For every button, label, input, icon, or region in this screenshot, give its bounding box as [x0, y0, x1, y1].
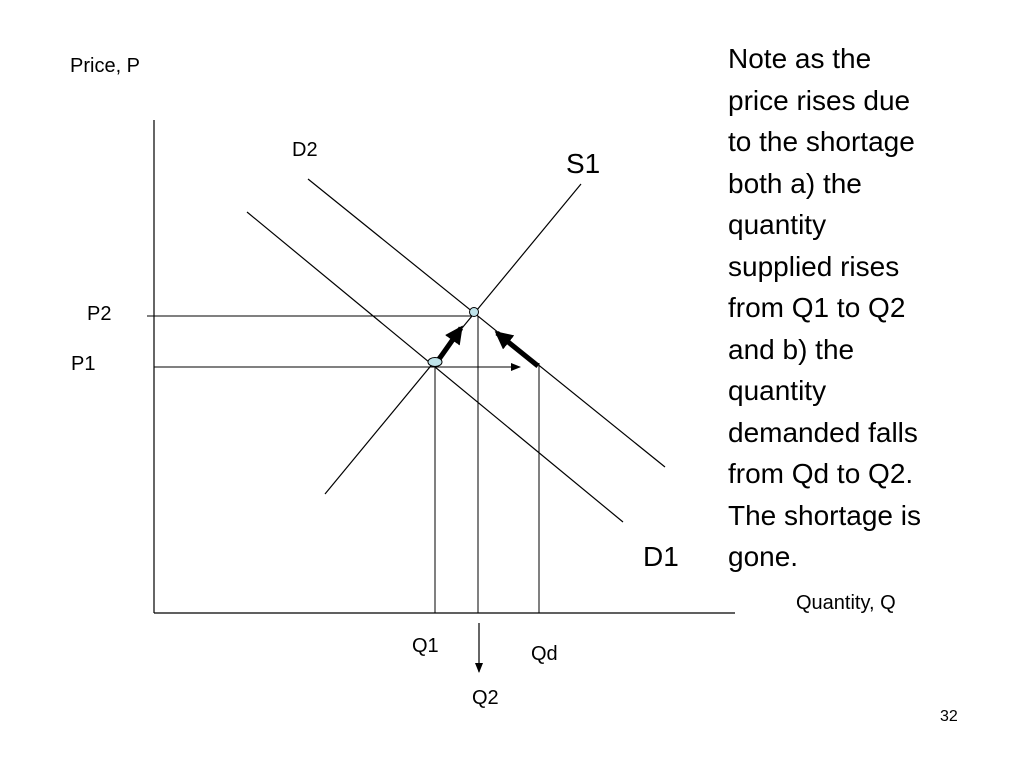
demand-curve-d2 — [307, 178, 666, 468]
note-line: from Q1 to Q2 — [728, 292, 906, 323]
note-line: gone. — [728, 541, 799, 572]
original-equilibrium-point — [427, 357, 443, 367]
note-line: from Qd to Q2. — [728, 458, 914, 489]
supply-movement-arrow — [434, 325, 464, 364]
note-line: quantity — [728, 375, 827, 406]
new-equilibrium-point — [469, 307, 479, 317]
note-line: quantity — [728, 209, 827, 240]
slide-number: 32 — [940, 708, 958, 725]
qd-label: Qd — [531, 643, 558, 665]
q1-label: Q1 — [412, 635, 439, 657]
s1-label: S1 — [566, 148, 601, 179]
d2-label: D2 — [292, 139, 318, 161]
demand-movement-arrow — [494, 331, 540, 368]
explanation-note: Note as the price rises due to the short… — [728, 38, 988, 578]
q2-label: Q2 — [472, 687, 499, 709]
note-line: to the shortage — [728, 126, 915, 157]
note-line: supplied rises — [728, 250, 900, 282]
d1-label: D1 — [643, 541, 679, 572]
note-line: and b) the — [728, 333, 855, 365]
p1-label: P1 — [71, 353, 96, 375]
note-line: demanded falls — [728, 416, 918, 448]
note-line: both a) the — [728, 167, 862, 199]
note-line: price rises due — [728, 84, 911, 116]
note-line: Note as the — [728, 43, 872, 74]
x-axis-label: Quantity, Q — [796, 592, 896, 614]
note-line: The shortage is — [728, 499, 921, 531]
y-axis-label: Price, P — [70, 55, 141, 77]
p2-label: P2 — [87, 303, 112, 325]
